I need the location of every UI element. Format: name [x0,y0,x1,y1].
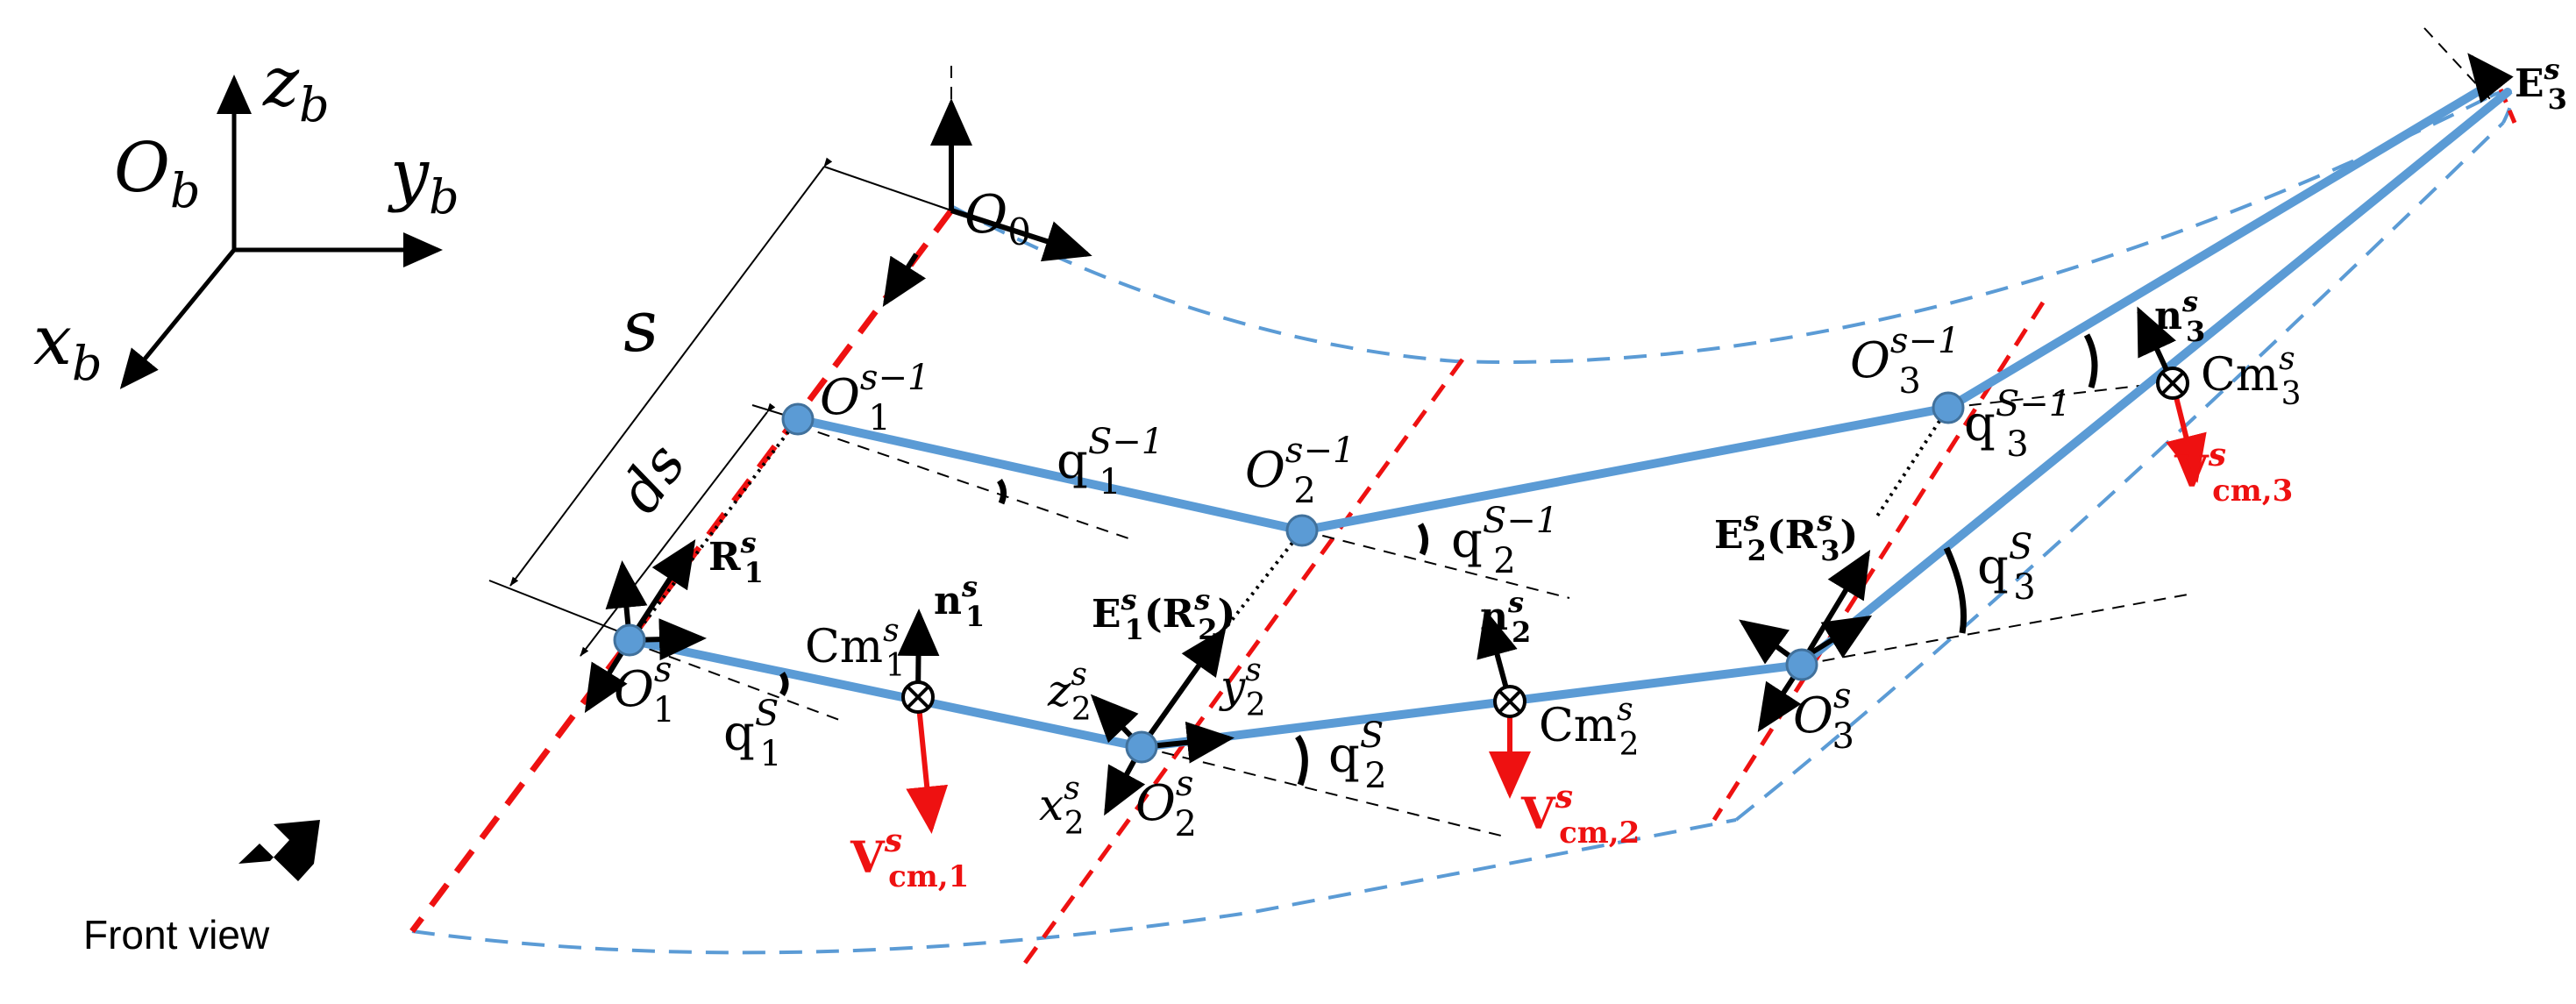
base-frame: zb yb Ob xb [33,43,459,391]
angle-arcs [779,333,2098,787]
arc-q3 [1943,546,1967,634]
o3-link-arrow [1809,615,1873,659]
envelope-top [950,95,2491,364]
o0-diag-arrow [882,253,927,308]
joint-o3-prev [1932,391,1965,424]
ref-q2-prev [1301,530,1570,599]
cm2-symbol [1493,685,1526,718]
E3-arrow [2467,53,2514,103]
label-s: s [618,284,661,368]
yb-label: yb [388,135,459,224]
E2-arrow [1804,549,1871,658]
arc-q3-prev [2083,333,2098,389]
front-view-indicator: Front view [83,820,320,958]
o0-right-arrow [950,208,1092,262]
ref-q1-prev [797,424,1132,540]
envelope-bottom [411,818,1737,955]
ref-q3 [1801,594,2188,666]
ref-tip [2423,27,2493,102]
cm1-symbol [901,680,935,714]
dim-ext-bottom [488,580,630,637]
arc-q2-prev [1417,523,1428,556]
label-ds: ds [605,431,699,525]
links [625,79,2512,752]
red-section-1 [409,208,954,934]
ob-label: Ob [114,129,201,218]
front-view-label: Front view [83,912,270,958]
joint-o3 [1785,648,1818,681]
dim-ds-arrow [580,402,776,657]
label-o0: O0 [964,184,1031,253]
arc-q1 [779,672,789,696]
cm-symbols [901,367,2189,718]
joint-o1-prev [781,402,815,436]
V1-arrow [906,696,949,834]
link-chain-current [625,88,2512,752]
xb-label: xb [33,302,103,391]
envelope-right [1734,121,2505,822]
joint-o2-prev [1285,514,1319,547]
E1-arrow [1146,627,1227,738]
dotted-line-3 [1875,406,1950,519]
dim-s-arrow [509,157,833,587]
dim-ext-top [823,166,952,211]
joint-o1 [613,623,646,657]
joint-o2 [1125,730,1158,764]
cm3-symbol [2156,367,2189,400]
joints [613,391,1965,764]
xb-axis-arrow [119,248,236,389]
arc-q2 [1295,735,1308,787]
dotted-line-2 [1221,529,1304,633]
link-chain-previous [793,79,2496,536]
arc-q1-prev [996,479,1007,505]
ref-q1 [629,641,843,722]
zb-label: zb [262,43,330,132]
R1-arrow [633,538,696,633]
ref-q3-prev [1947,385,2140,409]
dimensions [488,157,952,657]
front-view-arrow-icon [238,820,320,881]
